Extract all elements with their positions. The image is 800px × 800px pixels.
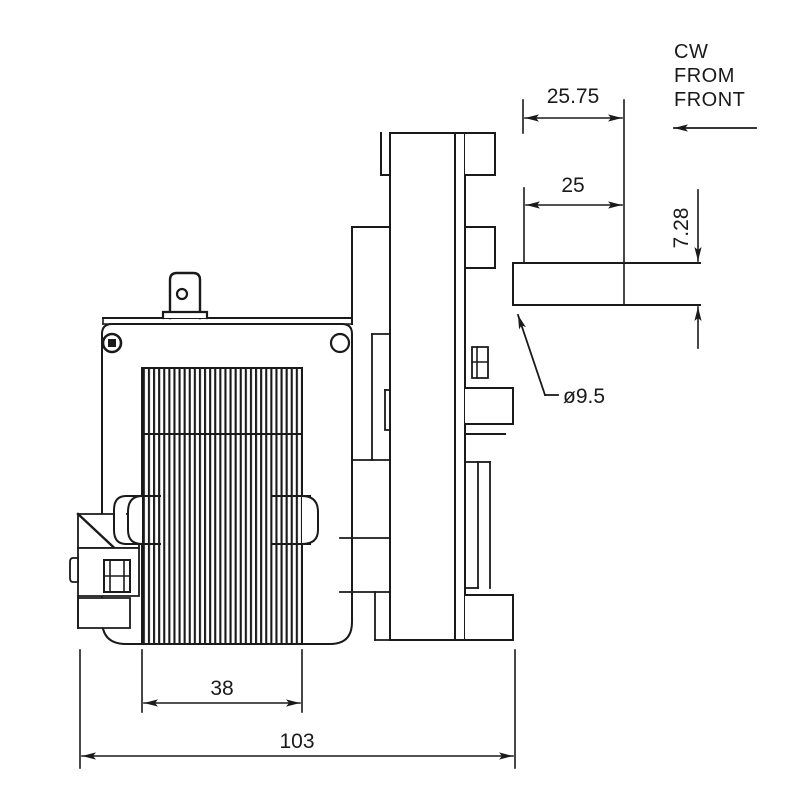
rotation-note-line-3: FRONT	[674, 89, 745, 111]
dimension-25	[523, 187, 623, 264]
dimension-label-25-75: 25.75	[547, 85, 600, 108]
dimension-25-75	[522, 99, 625, 264]
output-shaft	[512, 262, 701, 306]
dimension-label-7-28: 7.28	[670, 208, 693, 249]
gearbox-housing	[339, 132, 514, 641]
dimension-label-38: 38	[210, 677, 233, 700]
leader-shaft-diameter	[516, 313, 559, 397]
mounting-hole	[101, 332, 123, 354]
hex-nut	[103, 559, 131, 593]
rotation-note-line-1: CW	[674, 41, 708, 63]
dimension-38	[141, 649, 303, 713]
bearing-boss	[113, 494, 319, 546]
laminated-stator-stack	[141, 367, 303, 645]
dimension-label-shaft-diameter: ø9.5	[563, 385, 605, 408]
rotation-note-line-2: FROM	[674, 65, 735, 87]
spade-terminal	[161, 271, 209, 320]
mounting-hole	[329, 332, 351, 354]
dimension-103	[79, 649, 516, 769]
dimension-label-103: 103	[279, 730, 314, 753]
dimension-label-25: 25	[561, 174, 584, 197]
